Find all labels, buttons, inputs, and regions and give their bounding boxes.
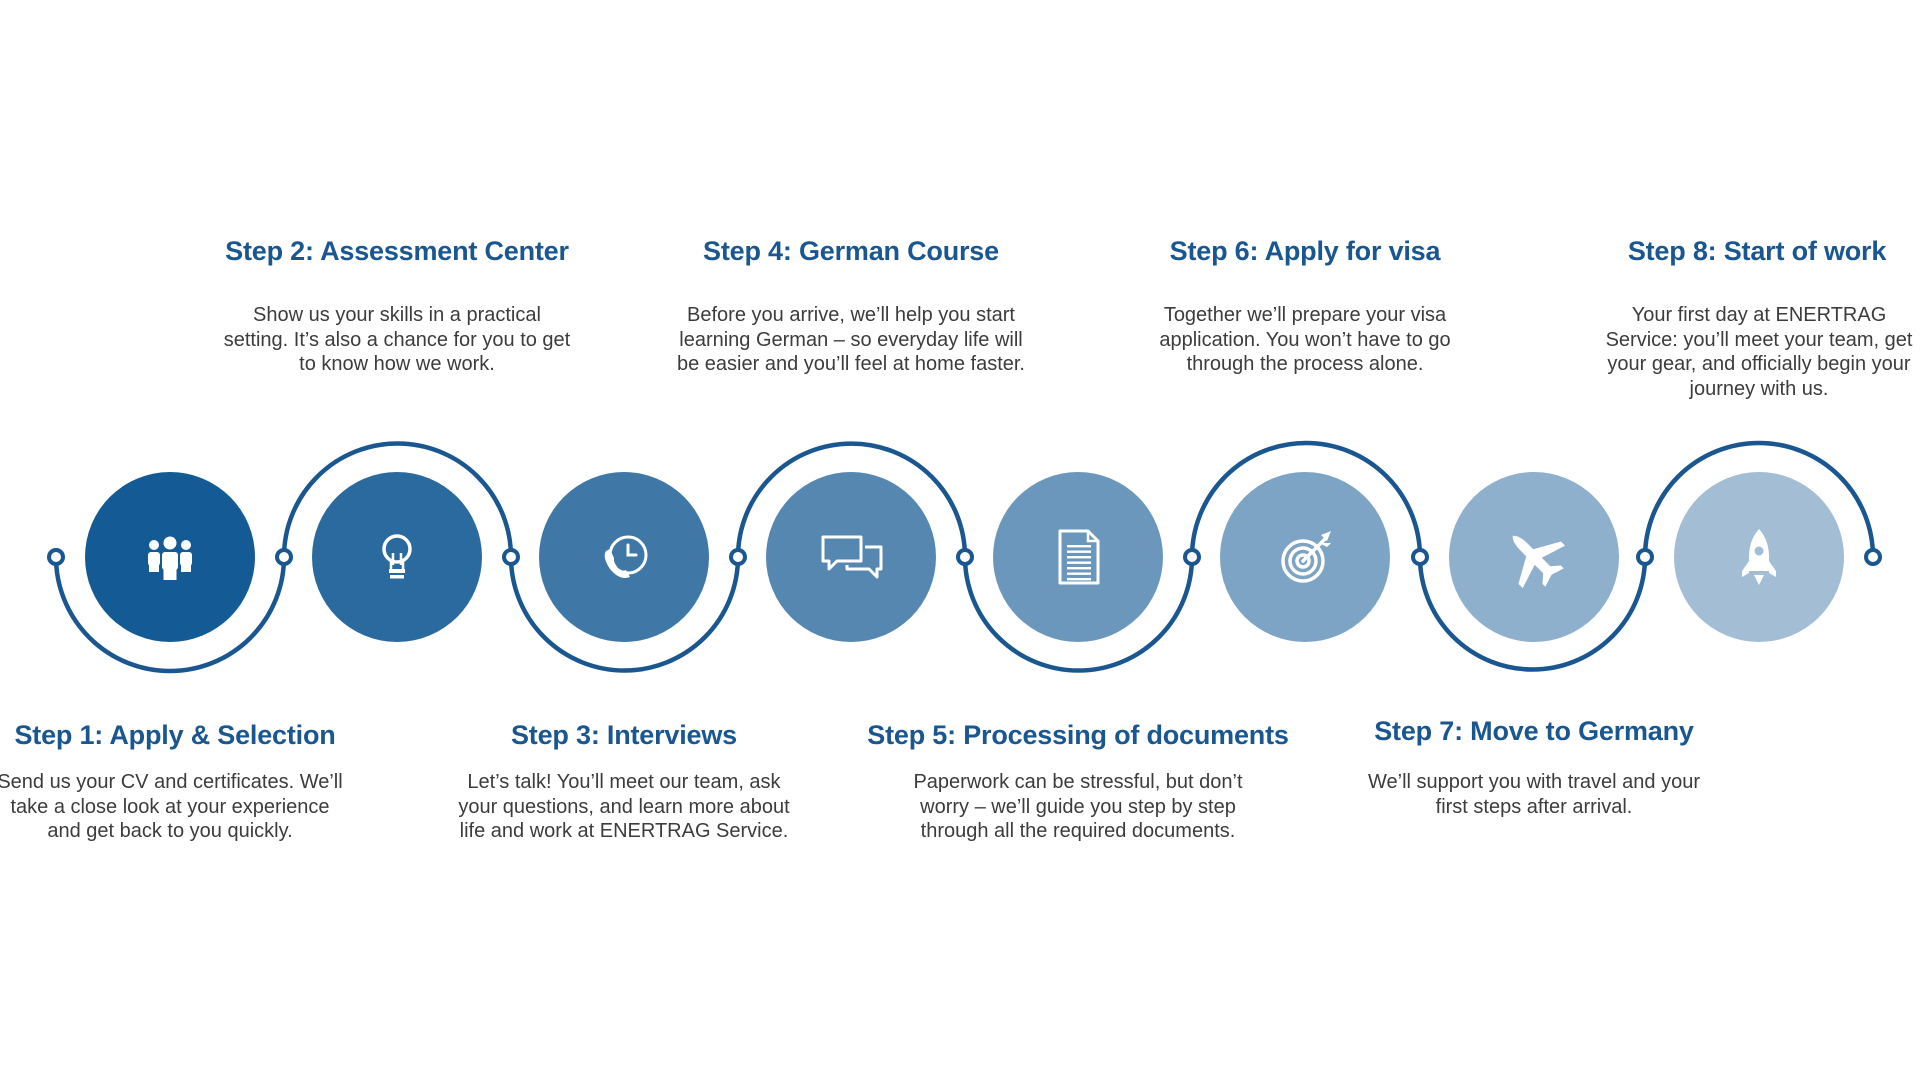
step-8-title: Step 8: Start of work (1627, 236, 1887, 266)
rocket-icon (1742, 529, 1776, 585)
connector-dot-6 (1183, 548, 1201, 566)
step-2-description: Show us your skills in a practical setti… (223, 304, 571, 376)
step-2-title: Step 2: Assessment Center (225, 236, 569, 266)
step-7-description: We’ll support you with travel and your f… (1367, 771, 1700, 818)
step-5-title: Step 5: Processing of documents (867, 720, 1289, 750)
step-1-title: Step 1: Apply & Selection (14, 720, 336, 750)
step-3-description: Let’s talk! You’ll meet our team, ask yo… (458, 771, 790, 843)
step-2-circle (312, 472, 482, 642)
connector-dot-9 (1864, 548, 1882, 566)
step-6-description: Together we’ll prepare your visa applica… (1159, 304, 1451, 376)
connector-dot-5 (956, 548, 974, 566)
step-8-description: Your first day at ENERTRAG Service: you’… (1605, 304, 1913, 400)
step-3-node (539, 472, 709, 642)
connector-dot-7 (1411, 548, 1429, 566)
step-8-node (1674, 472, 1844, 642)
connector-dot-2 (275, 548, 293, 566)
step-4-circle (766, 472, 936, 642)
target-icon (1281, 531, 1331, 583)
connector-dot-8 (1636, 548, 1654, 566)
step-4-description: Before you arrive, we’ll help you start … (677, 304, 1025, 376)
chat-bubbles-icon (821, 535, 883, 579)
step-6-node (1220, 472, 1390, 642)
step-1-description: Send us your CV and certificates. We’ll … (0, 771, 343, 843)
step-2-node (312, 472, 482, 642)
step-5-node (993, 472, 1163, 642)
connector-dot-4 (729, 548, 747, 566)
document-icon (1058, 529, 1100, 585)
step-6-title: Step 6: Apply for visa (1169, 236, 1441, 266)
step-5-description: Paperwork can be stressful, but don’t wo… (913, 771, 1243, 843)
phone-clock-icon (604, 535, 648, 578)
connector-dot-1 (47, 548, 65, 566)
people-icon (148, 536, 192, 580)
step-7-node (1449, 472, 1619, 642)
step-1-node (85, 472, 255, 642)
step-3-circle (539, 472, 709, 642)
lightbulb-icon (382, 534, 412, 579)
step-3-title: Step 3: Interviews (511, 720, 737, 750)
step-4-node (766, 472, 936, 642)
connector-dot-3 (502, 548, 520, 566)
airplane-icon (1512, 535, 1566, 589)
step-4-title: Step 4: German Course (703, 236, 999, 266)
step-7-title: Step 7: Move to Germany (1374, 716, 1694, 746)
